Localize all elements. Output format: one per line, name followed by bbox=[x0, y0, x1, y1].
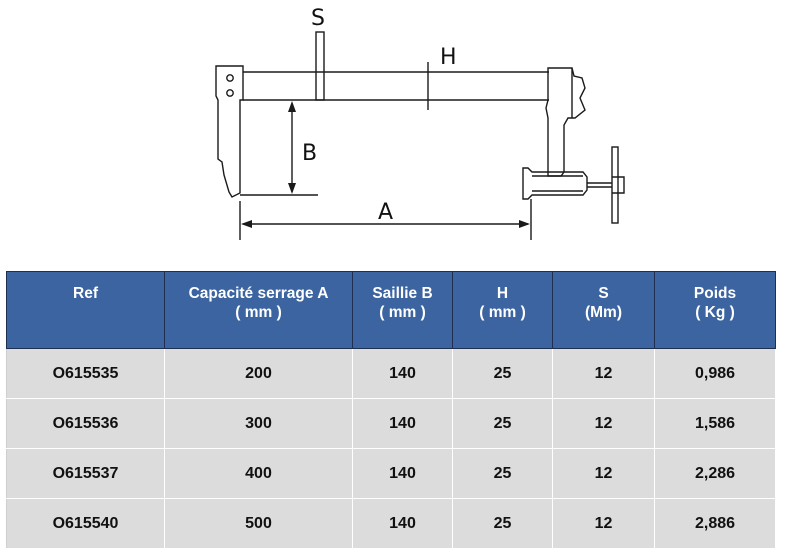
cell-capacite: 400 bbox=[164, 448, 353, 499]
cell-capacite: 300 bbox=[164, 398, 353, 449]
cell-h: 25 bbox=[452, 448, 553, 499]
cell-saillie: 140 bbox=[352, 498, 453, 549]
cell-saillie: 140 bbox=[352, 448, 453, 499]
b-dimension-label: B bbox=[302, 141, 318, 166]
table-row: O615537 400 140 25 12 2,286 bbox=[6, 448, 776, 499]
cell-capacite: 200 bbox=[164, 348, 353, 399]
clamp-diagram: S H B A bbox=[0, 0, 785, 270]
cell-saillie: 140 bbox=[352, 348, 453, 399]
cell-poids: 2,886 bbox=[654, 498, 776, 549]
table-row: O615536 300 140 25 12 1,586 bbox=[6, 398, 776, 449]
cell-s: 12 bbox=[552, 448, 655, 499]
table-row: O615540 500 140 25 12 2,886 bbox=[6, 498, 776, 549]
header-poids: Poids( Kg ) bbox=[654, 271, 776, 349]
cell-ref: O615537 bbox=[6, 448, 165, 499]
header-saillie: Saillie B( mm ) bbox=[352, 271, 453, 349]
header-h: H( mm ) bbox=[452, 271, 553, 349]
cell-capacite: 500 bbox=[164, 498, 353, 549]
cell-saillie: 140 bbox=[352, 398, 453, 449]
clamp-drawing bbox=[215, 31, 625, 240]
cell-poids: 1,586 bbox=[654, 398, 776, 449]
s-dimension-label: S bbox=[311, 6, 325, 31]
cell-s: 12 bbox=[552, 348, 655, 399]
table-header-row: Ref Capacité serrage A( mm ) Saillie B( … bbox=[6, 271, 776, 349]
h-dimension-label: H bbox=[440, 45, 457, 70]
cell-s: 12 bbox=[552, 498, 655, 549]
cell-ref: O615535 bbox=[6, 348, 165, 399]
cell-s: 12 bbox=[552, 398, 655, 449]
cell-h: 25 bbox=[452, 348, 553, 399]
cell-h: 25 bbox=[452, 398, 553, 449]
spec-table: Ref Capacité serrage A( mm ) Saillie B( … bbox=[6, 271, 776, 549]
cell-h: 25 bbox=[452, 498, 553, 549]
table-row: O615535 200 140 25 12 0,986 bbox=[6, 348, 776, 399]
header-capacite: Capacité serrage A( mm ) bbox=[164, 271, 353, 349]
a-dimension-label: A bbox=[378, 200, 394, 225]
cell-ref: O615536 bbox=[6, 398, 165, 449]
header-ref: Ref bbox=[6, 271, 165, 349]
cell-ref: O615540 bbox=[6, 498, 165, 549]
header-s: S(Mm) bbox=[552, 271, 655, 349]
cell-poids: 2,286 bbox=[654, 448, 776, 499]
cell-poids: 0,986 bbox=[654, 348, 776, 399]
